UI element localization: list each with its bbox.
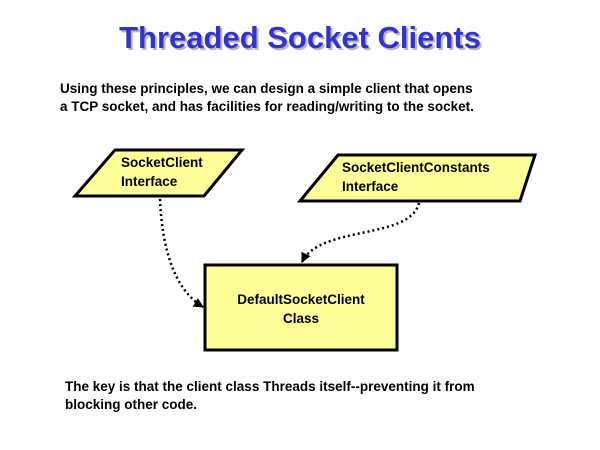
node-kind: Interface: [121, 174, 178, 189]
slide-title: Threaded Socket Clients: [119, 20, 481, 55]
socket-client-label: SocketClient Interface: [121, 153, 203, 191]
footer-text: The key is that the client class Threads…: [65, 378, 565, 414]
footer-line-2: blocking other code.: [65, 397, 198, 412]
node-kind: Interface: [342, 179, 399, 194]
node-name: SocketClient: [121, 155, 203, 170]
intro-text: Using these principles, we can design a …: [60, 80, 560, 116]
default-socket-client-label: DefaultSocketClient Class: [205, 290, 397, 328]
arrow-socket-client-to-default: [158, 198, 204, 309]
arrow-constants-to-default: [300, 202, 421, 263]
socket-client-shape: [71, 148, 246, 198]
footer-line-1: The key is that the client class Threads…: [65, 379, 475, 394]
socket-client-constants-shape: [296, 153, 538, 203]
socket-client-constants-label: SocketClientConstants Interface: [342, 158, 490, 196]
intro-line-1: Using these principles, we can design a …: [60, 81, 473, 96]
intro-line-2: a TCP socket, and has facilities for rea…: [60, 99, 474, 114]
node-name: SocketClientConstants: [342, 160, 490, 175]
node-name: DefaultSocketClient: [237, 292, 365, 307]
node-kind: Class: [282, 311, 320, 326]
default-socket-client-shape: [203, 263, 399, 352]
